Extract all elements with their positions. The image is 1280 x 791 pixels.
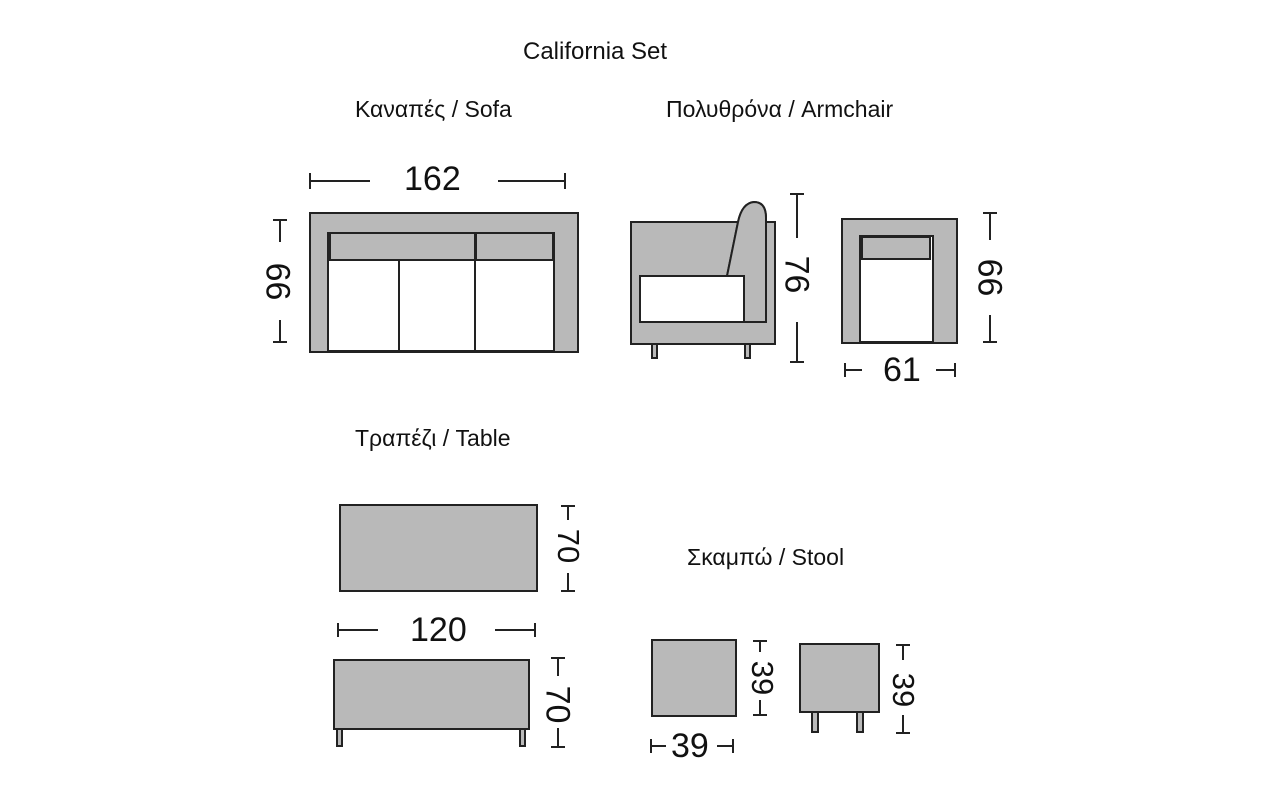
sofa-top-view [309,212,579,353]
armchair-height-value: 76 [777,255,816,294]
sofa-back-cushion-right [475,232,554,261]
sofa-back-cushion-left [329,232,476,261]
stool-top-height-value: 39 [745,660,781,696]
page-title: California Set [523,38,668,65]
table-top [339,504,538,592]
table-height-value: 70 [538,685,577,724]
table-depth-value: 70 [551,528,587,564]
armchair-leg-front [651,343,658,359]
armchair-width-value: 61 [883,351,921,389]
table-front-body [333,659,530,730]
stool-leg-left [811,711,819,733]
sofa-width-value: 162 [404,160,461,198]
stool-side-body [799,643,880,713]
table-front-view [333,659,530,747]
armchair-label: Πολυθρόνα / Armchair [666,96,894,122]
sofa-label: Καναπές / Sofa [355,96,512,122]
armchair-side-back [725,200,767,323]
stool-side-view [799,643,880,733]
table-width-value: 120 [410,611,467,649]
stool-width-value: 39 [671,727,709,765]
table-top-view [339,504,538,592]
sofa-depth-value: 66 [258,262,297,301]
table-leg-left [336,728,343,747]
table-leg-right [519,728,526,747]
armchair-depth-value: 66 [970,258,1009,297]
armchair-leg-back [744,343,751,359]
stool-top-view [651,639,737,717]
armchair-top-view [841,218,958,344]
stool-label: Σκαμπώ / Stool [687,544,845,570]
stool-leg-right [856,711,864,733]
stool-side-height-value: 39 [886,672,922,708]
armchair-top-back-cushion [861,236,931,260]
dimension-lines [273,173,997,753]
armchair-side-view [630,200,776,359]
table-label: Τραπέζι / Table [355,425,511,451]
stool-top [651,639,737,717]
